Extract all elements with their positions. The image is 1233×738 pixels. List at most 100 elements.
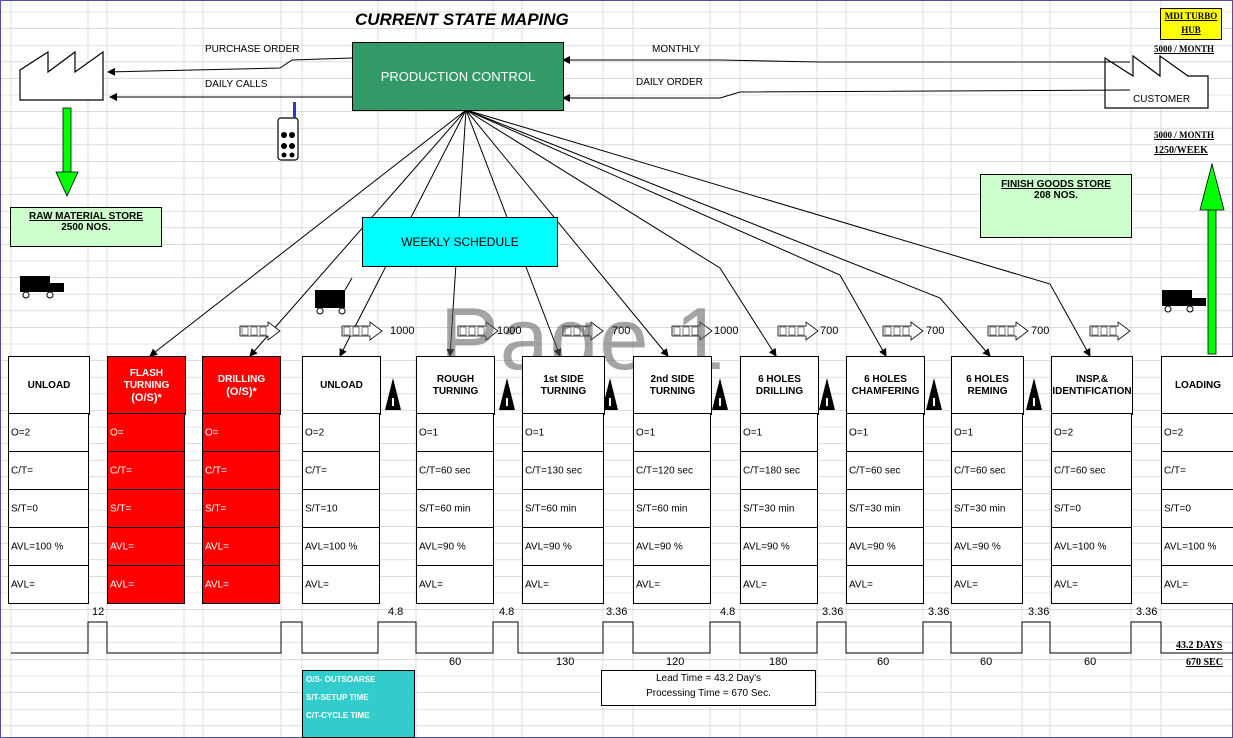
process-name: INSP.& — [1075, 373, 1109, 385]
push-quantity: 1000 — [497, 325, 522, 337]
data-box-availability: AVL= — [107, 527, 185, 566]
push-arrow-segment — [343, 326, 351, 336]
total-days: 43.2 DAYS — [1176, 640, 1223, 651]
data-box-cycle-time: C/T=60 sec — [416, 451, 494, 490]
data-box-operator-count: O= — [202, 413, 280, 452]
data-box-cycle-time: C/T=60 sec — [951, 451, 1023, 490]
process-box: UNLOAD — [8, 356, 90, 415]
inventory-triangle-icon — [602, 378, 618, 410]
availability-2-value: AVL= — [305, 579, 329, 590]
data-box-availability: AVL=90 % — [951, 527, 1023, 566]
purchase-order-arrow — [107, 57, 353, 76]
operator-count-value: O=1 — [954, 427, 974, 438]
cycle-time-value: C/T=60 sec — [419, 465, 471, 476]
availability-2-value: AVL= — [743, 579, 767, 590]
corner-label: MDI TURBO HUB — [1160, 8, 1222, 40]
process-name: REMING — [967, 385, 1008, 397]
corner-label-line2: HUB — [1181, 25, 1201, 35]
data-box-setup-time: S/T=30 min — [740, 489, 818, 528]
truck-icon — [20, 276, 64, 299]
setup-time-value: S/T=60 min — [419, 503, 471, 514]
supplier-factory-icon — [19, 50, 104, 101]
process-name: UNLOAD — [320, 379, 363, 391]
data-box-setup-time: S/T= — [107, 489, 185, 528]
inventory-triangle-mark — [506, 398, 508, 406]
data-box-operator-count: O=2 — [302, 413, 380, 452]
availability-2-value: AVL= — [419, 579, 443, 590]
wait-time-value: 3.36 — [1028, 606, 1050, 618]
process-name: 6 HOLES — [864, 373, 907, 385]
timeline-line — [11, 621, 1233, 654]
data-box-cycle-time: C/T= — [202, 451, 280, 490]
corner-label-line1: MDI TURBO — [1164, 11, 1218, 21]
data-box-setup-time: S/T=0 — [1161, 489, 1233, 528]
push-arrow-segment — [459, 326, 467, 336]
push-arrow-segment — [573, 326, 581, 336]
availability-value: AVL=90 % — [419, 541, 466, 552]
legend-item: S/T-SETUP TIME — [306, 693, 369, 702]
legend-item: C/T-CYCLE TIME — [306, 711, 370, 720]
wait-time-value: 3.36 — [606, 606, 628, 618]
setup-time-value: S/T=0 — [11, 503, 38, 514]
process-name: 2nd SIDE — [650, 373, 695, 385]
process-name: (O/S)* — [131, 391, 162, 404]
data-box-availability-2: AVL= — [522, 565, 604, 604]
push-arrow-segment — [1100, 326, 1108, 336]
process-name: IDENTIFICATION — [1052, 385, 1132, 397]
process-time-value: 60 — [877, 656, 890, 668]
push-arrow-segment — [582, 326, 590, 336]
push-arrow-segment — [477, 326, 485, 336]
production-control-box: PRODUCTION CONTROL — [352, 42, 564, 111]
legend-item: O/S- OUTSOARSE — [306, 675, 376, 684]
cycle-time-value: C/T= — [11, 465, 33, 476]
availability-value: AVL=90 % — [636, 541, 683, 552]
data-box-cycle-time: C/T= — [1161, 451, 1233, 490]
inventory-triangle-mark — [933, 398, 935, 406]
data-box-operator-count: O=1 — [740, 413, 818, 452]
lead-time-text: Lead Time = 43.2 Day's — [655, 673, 762, 684]
timeline-ladder — [11, 621, 1233, 654]
monthly-label: MONTHLY — [652, 44, 701, 55]
monthly-arrow — [562, 56, 1130, 64]
push-quantity: 1000 — [714, 325, 739, 337]
data-box-setup-time: S/T=0 — [1051, 489, 1132, 528]
setup-time-value: S/T= — [110, 503, 132, 514]
process-name: FLASH — [129, 367, 164, 379]
push-arrow-segment — [797, 326, 805, 336]
wait-time-value: 4.8 — [388, 606, 404, 618]
raw-material-store-qty: 2500 NOS. — [61, 222, 111, 233]
cycle-time-value: C/T=130 sec — [525, 465, 582, 476]
data-box-setup-time: S/T=60 min — [416, 489, 494, 528]
data-box-availability-2: AVL= — [202, 565, 280, 604]
setup-time-value: S/T=30 min — [954, 503, 1006, 514]
finish-goods-store: FINISH GOODS STORE 208 NOS. — [980, 174, 1132, 238]
setup-time-value: S/T=30 min — [849, 503, 901, 514]
data-box-availability-2: AVL= — [416, 565, 494, 604]
wait-time-value: 4.8 — [499, 606, 515, 618]
availability-value: AVL=100 % — [11, 541, 64, 552]
cycle-time-value: C/T=120 sec — [636, 465, 693, 476]
data-box-availability: AVL=90 % — [522, 527, 604, 566]
availability-value: AVL=90 % — [743, 541, 790, 552]
process-name: UNLOAD — [27, 379, 71, 391]
push-quantity: 700 — [926, 325, 945, 337]
schedule-lines — [149, 109, 1091, 357]
availability-2-value: AVL= — [110, 579, 134, 590]
process-time-value: 120 — [666, 656, 685, 668]
push-arrow-segment — [468, 326, 476, 336]
process-time-value: 180 — [769, 656, 788, 668]
push-arrow-segment — [564, 326, 572, 336]
inventory-triangle-mark — [719, 398, 721, 406]
phone-icon — [277, 102, 299, 161]
push-quantity: 700 — [612, 325, 631, 337]
inventory-triangle-icon — [712, 378, 728, 410]
process-name: TURNING — [123, 379, 170, 391]
cycle-time-value: C/T= — [305, 465, 327, 476]
page-title: CURRENT STATE MAPING — [355, 10, 569, 29]
operator-count-value: O=2 — [305, 427, 325, 438]
process-name: CHAMFERING — [851, 385, 920, 397]
cycle-time-value: C/T= — [205, 465, 227, 476]
data-box-setup-time: S/T=60 min — [633, 489, 711, 528]
customer-factory-icon — [1104, 54, 1209, 109]
